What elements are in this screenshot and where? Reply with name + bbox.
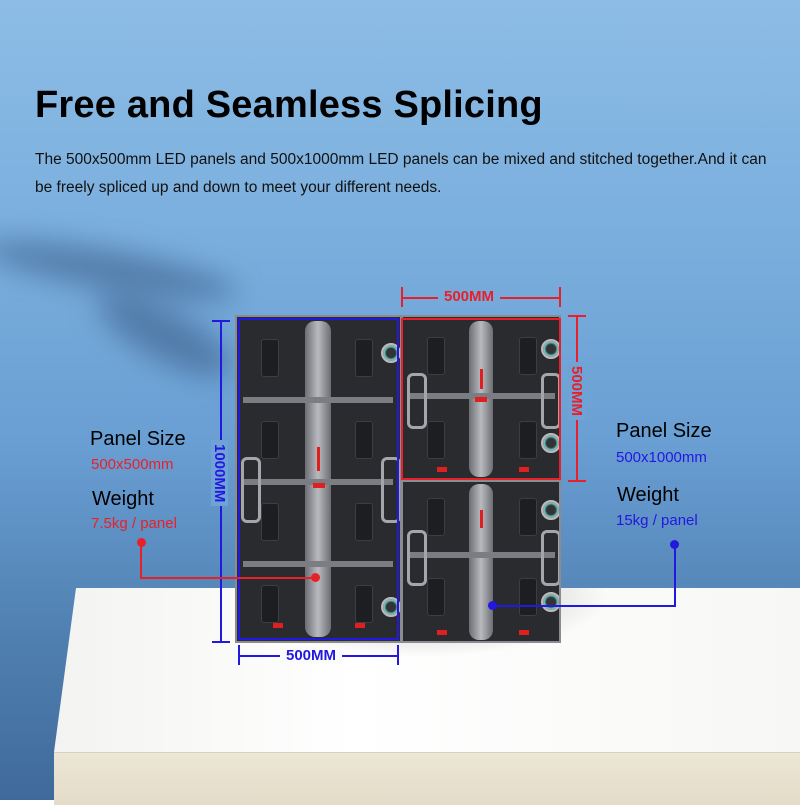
panel-module xyxy=(427,421,445,459)
dimension-tick xyxy=(212,641,230,643)
panel-connector xyxy=(381,597,400,617)
page-title: Free and Seamless Splicing xyxy=(35,84,543,126)
panel-module xyxy=(427,337,445,375)
callout-dot-blue xyxy=(488,601,497,610)
panel-red-marker xyxy=(437,467,447,472)
panel-module xyxy=(427,578,445,616)
panel-red-marker xyxy=(475,397,487,402)
panel-crossbar xyxy=(243,397,393,403)
panel-red-marker xyxy=(519,630,529,635)
panel-module xyxy=(427,498,445,536)
panel-module xyxy=(261,503,279,541)
led-panel-500x500-bottom xyxy=(401,480,561,643)
panel-red-marker xyxy=(480,369,483,389)
panel-red-marker xyxy=(317,447,320,471)
panel-connector xyxy=(541,500,559,520)
panel-red-marker xyxy=(313,483,325,488)
panel-red-marker xyxy=(355,623,365,628)
callout-line-red xyxy=(140,577,316,579)
panel-spine xyxy=(469,484,493,640)
panel-handle xyxy=(541,530,559,586)
panel-crossbar xyxy=(243,561,393,567)
panel-crossbar xyxy=(409,393,555,399)
panel-module xyxy=(261,421,279,459)
panel-connector xyxy=(541,592,559,612)
panel-module xyxy=(355,585,373,623)
shelf-edge xyxy=(54,752,800,805)
small-panel-size-label: Panel Size xyxy=(90,428,186,450)
panel-handle xyxy=(407,373,427,429)
large-panel-weight-label: Weight xyxy=(617,484,679,506)
callout-dot-red xyxy=(311,573,320,582)
small-panel-weight-value: 7.5kg / panel xyxy=(91,515,177,532)
dimension-tick xyxy=(212,320,230,322)
panel-module xyxy=(519,421,537,459)
panel-module xyxy=(355,421,373,459)
dimension-label-height-right: 500MM xyxy=(568,362,585,421)
dimension-label-height-left: 1000MM xyxy=(211,440,228,507)
panel-connector xyxy=(541,339,559,359)
dimension-tick xyxy=(568,480,586,482)
panel-connector xyxy=(381,343,400,363)
panel-handle xyxy=(381,457,400,523)
small-panel-size-value: 500x500mm xyxy=(91,456,174,473)
panel-module xyxy=(261,339,279,377)
large-panel-size-label: Panel Size xyxy=(616,420,712,442)
dimension-label-width-right: 500MM xyxy=(438,288,501,305)
dimension-label-width-left: 500MM xyxy=(280,647,343,664)
panel-module xyxy=(519,337,537,375)
panel-handle xyxy=(541,373,559,429)
dimension-tick xyxy=(568,315,586,317)
dimension-tick xyxy=(559,287,561,307)
highlight-outline-500x500 xyxy=(401,318,561,480)
panel-module xyxy=(261,585,279,623)
dimension-tick xyxy=(397,645,399,665)
panel-red-marker xyxy=(273,623,283,628)
panel-red-marker xyxy=(480,510,483,528)
panel-module xyxy=(519,498,537,536)
panel-red-marker xyxy=(437,630,447,635)
small-panel-weight-label: Weight xyxy=(92,488,154,510)
panel-module xyxy=(519,578,537,616)
large-panel-size-value: 500x1000mm xyxy=(616,449,707,466)
dimension-tick xyxy=(238,645,240,665)
dimension-tick xyxy=(401,287,403,307)
callout-line-blue xyxy=(674,544,676,606)
large-panel-weight-value: 15kg / panel xyxy=(616,512,698,529)
led-panel-500x500-top xyxy=(401,315,561,481)
callout-line-red xyxy=(140,542,142,578)
panel-connector xyxy=(541,433,559,453)
highlight-outline-500x1000 xyxy=(238,318,399,640)
panel-module xyxy=(355,503,373,541)
panel-handle xyxy=(407,530,427,586)
panel-module xyxy=(355,339,373,377)
panel-handle xyxy=(241,457,261,523)
description: The 500x500mm LED panels and 500x1000mm … xyxy=(35,151,767,196)
panel-red-marker xyxy=(519,467,529,472)
callout-line-blue xyxy=(492,605,676,607)
panel-crossbar xyxy=(243,479,393,485)
panel-crossbar xyxy=(409,552,555,558)
